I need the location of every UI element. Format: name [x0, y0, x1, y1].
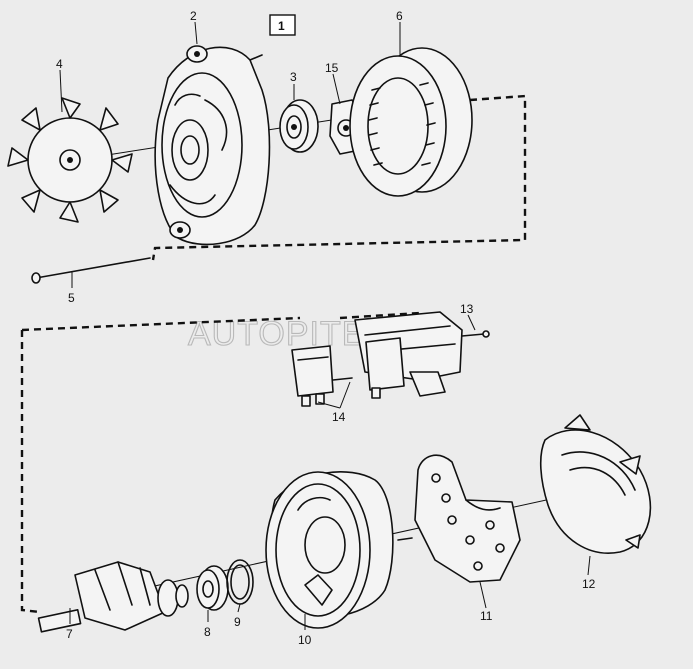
callout-4: 4 — [56, 57, 63, 71]
callout-10: 10 — [298, 633, 312, 647]
assembly-dashed-lines — [20, 94, 527, 614]
callout-5: 5 — [68, 291, 75, 305]
fan-part — [7, 97, 133, 223]
brush-holders — [291, 337, 405, 407]
group-label-box: 1 — [269, 14, 296, 36]
callout-2: 2 — [190, 9, 197, 23]
group-label: 1 — [278, 19, 285, 33]
callout-14: 14 — [332, 410, 346, 424]
rectifier — [414, 454, 521, 583]
rear-bearing — [196, 565, 229, 611]
callout-3: 3 — [290, 70, 297, 84]
rear-cover — [539, 414, 652, 554]
front-bearing — [279, 99, 319, 153]
callout-9: 9 — [234, 615, 241, 629]
stator — [349, 47, 473, 197]
through-bolt — [31, 257, 151, 284]
rotor — [37, 561, 189, 633]
callout-7: 7 — [66, 627, 73, 641]
drive-end-housing — [154, 45, 271, 246]
callout-15: 15 — [325, 61, 339, 75]
callout-11: 11 — [480, 609, 493, 623]
callout-12: 12 — [582, 577, 596, 591]
slip-ring-end-housing — [265, 471, 413, 629]
callout-8: 8 — [204, 625, 211, 639]
retaining-ring — [226, 559, 254, 605]
callout-6: 6 — [396, 9, 403, 23]
callout-leaders — [59, 21, 591, 630]
callout-13: 13 — [460, 302, 474, 316]
callout-labels: 2 3 4 5 6 7 8 9 10 11 12 13 14 15 — [56, 9, 596, 647]
